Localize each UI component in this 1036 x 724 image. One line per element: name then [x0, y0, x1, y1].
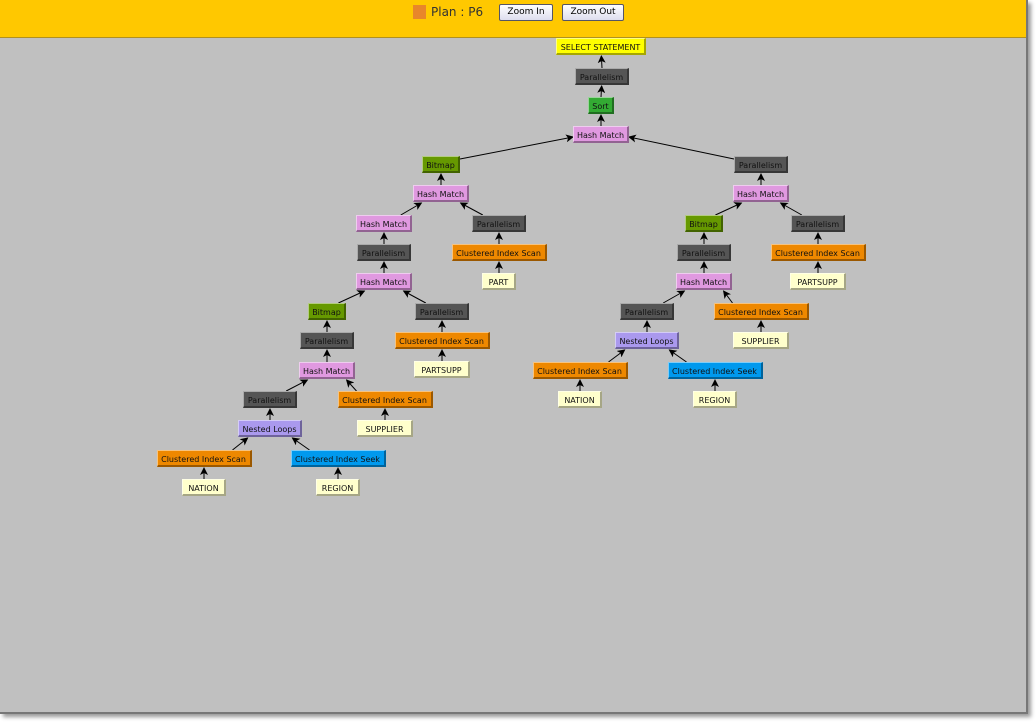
plan-node-parallelism[interactable]: Parallelism	[575, 68, 629, 85]
plan-edge-arrow	[662, 290, 686, 304]
plan-edge-arrow	[597, 55, 606, 69]
plan-edge-arrow	[715, 202, 743, 216]
plan-node-hash[interactable]: Hash Match	[733, 185, 789, 202]
plan-node-parallelism[interactable]: Parallelism	[791, 215, 845, 232]
plan-node-parallelism[interactable]: Parallelism	[243, 391, 297, 408]
plan-node-parallelism[interactable]: Parallelism	[734, 156, 788, 173]
plan-node-parallelism[interactable]: Parallelism	[677, 244, 731, 261]
plan-node-scan[interactable]: Clustered Index Scan	[713, 303, 809, 320]
plan-node-parallelism[interactable]: Parallelism	[472, 215, 526, 232]
plan-edge-arrow	[723, 290, 733, 304]
plan-node-scan[interactable]: Clustered Index Scan	[394, 332, 490, 349]
plan-node-table[interactable]: PARTSUPP	[790, 273, 846, 290]
plan-edge-arrow	[291, 437, 310, 451]
plan-node-sort[interactable]: Sort	[588, 97, 614, 114]
plan-edge-arrow	[779, 202, 803, 216]
plan-node-hash[interactable]: Hash Match	[413, 185, 469, 202]
plan-node-scan[interactable]: Clustered Index Scan	[532, 362, 628, 379]
plan-edge-arrow	[628, 134, 735, 160]
plan-node-hash[interactable]: Hash Match	[356, 215, 412, 232]
plan-node-table[interactable]: PARTSUPP	[414, 361, 470, 378]
plan-node-seek[interactable]: Clustered Index Seek	[290, 450, 386, 467]
plan-node-hash[interactable]: Hash Match	[356, 273, 412, 290]
plan-color-swatch	[413, 5, 426, 19]
plan-node-parallelism[interactable]: Parallelism	[357, 244, 411, 261]
plan-node-scan[interactable]: Clustered Index Scan	[156, 450, 252, 467]
plan-edge-arrow	[400, 202, 423, 216]
plan-node-loops[interactable]: Nested Loops	[615, 332, 679, 349]
plan-node-hash[interactable]: Hash Match	[299, 362, 355, 379]
plan-node-parallelism[interactable]: Parallelism	[300, 332, 354, 349]
plan-node-loops[interactable]: Nested Loops	[238, 420, 302, 437]
plan-node-table[interactable]: SUPPLIER	[357, 420, 413, 437]
plan-edge-arrow	[597, 85, 606, 98]
plan-node-hash[interactable]: Hash Match	[676, 273, 732, 290]
plan-edge-arrow	[459, 202, 484, 216]
plan-node-parallelism[interactable]: Parallelism	[620, 303, 674, 320]
plan-node-table[interactable]: NATION	[182, 479, 226, 496]
plan-node-bitmap[interactable]: Bitmap	[308, 303, 346, 320]
plan-node-select[interactable]: SELECT STATEMENT	[556, 38, 646, 55]
zoom-out-button[interactable]: Zoom Out	[562, 4, 624, 21]
plan-node-scan[interactable]: Clustered Index Scan	[451, 244, 547, 261]
plan-node-seek[interactable]: Clustered Index Seek	[667, 362, 763, 379]
plan-edge-arrow	[285, 379, 309, 392]
plan-node-scan[interactable]: Clustered Index Scan	[337, 391, 433, 408]
zoom-in-button[interactable]: Zoom In	[499, 4, 553, 21]
plan-edge-arrow	[345, 379, 357, 392]
plan-edge-arrow	[608, 349, 626, 363]
plan-edge-arrow	[232, 437, 249, 451]
plan-node-scan[interactable]: Clustered Index Scan	[770, 244, 866, 261]
plan-node-bitmap[interactable]: Bitmap	[422, 156, 460, 173]
plan-edge-arrow	[459, 134, 574, 160]
plan-title: Plan : P6	[431, 5, 484, 19]
plan-node-table[interactable]: SUPPLIER	[733, 332, 789, 349]
plan-node-bitmap[interactable]: Bitmap	[685, 215, 723, 232]
toolbar: Plan : P6 Zoom In Zoom Out	[0, 0, 1026, 38]
plan-edge-arrow	[668, 349, 687, 363]
plan-node-table[interactable]: PART	[482, 273, 516, 290]
plan-edge-arrow	[402, 290, 427, 304]
plan-edges-canvas	[200, 55, 822, 479]
plan-node-parallelism[interactable]: Parallelism	[415, 303, 469, 320]
plan-edge-arrow	[338, 290, 366, 304]
plan-node-table[interactable]: REGION	[316, 479, 360, 496]
plan-node-table[interactable]: REGION	[693, 391, 737, 408]
plan-node-table[interactable]: NATION	[558, 391, 602, 408]
plan-node-hash[interactable]: Hash Match	[573, 126, 629, 143]
